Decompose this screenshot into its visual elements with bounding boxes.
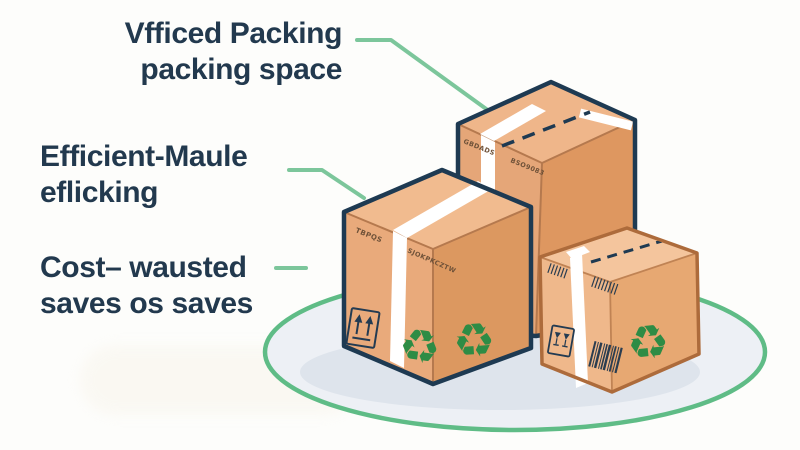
recycle-icon: ♻ (396, 317, 444, 376)
callout-bottom: Cost– wausted saves os saves (40, 250, 253, 322)
callout-top-line1: Vfficed Packing (124, 17, 343, 50)
callout-top-line2: packing space (140, 53, 342, 86)
tape-stripe (480, 104, 546, 141)
leader-line-top (355, 38, 491, 113)
tape-stripe (566, 246, 590, 259)
this-side-up-icon (345, 307, 381, 349)
callout-bottom-line2: saves os saves (40, 287, 253, 320)
callout-top: Vfficed Packing packing space (124, 16, 343, 88)
callout-bottom-line1: Cost– wausted (40, 251, 247, 284)
tape-seam (578, 108, 634, 131)
callout-middle-line1: Efficient-Maule (40, 140, 248, 173)
leader-lines (274, 38, 491, 270)
callout-middle-line2: eflicking (40, 176, 159, 209)
seam-dashes (501, 110, 591, 148)
leader-line-middle (287, 168, 366, 200)
small-box: ♻ (538, 226, 701, 394)
print-marks (547, 263, 619, 295)
middle-box: TBPQS SJOKPKCZTW ♻ ♻ (341, 167, 534, 387)
seam-dashes (590, 239, 663, 264)
tape-stripe (393, 181, 492, 238)
barcode (588, 340, 623, 374)
tape-stripe (570, 253, 588, 388)
fragile-icon (547, 324, 575, 358)
callout-middle: Efficient-Maule eflicking (40, 139, 248, 211)
recycle-icon: ♻ (624, 314, 672, 373)
recycle-icon: ♻ (451, 312, 497, 370)
tape-stripe (390, 231, 407, 368)
